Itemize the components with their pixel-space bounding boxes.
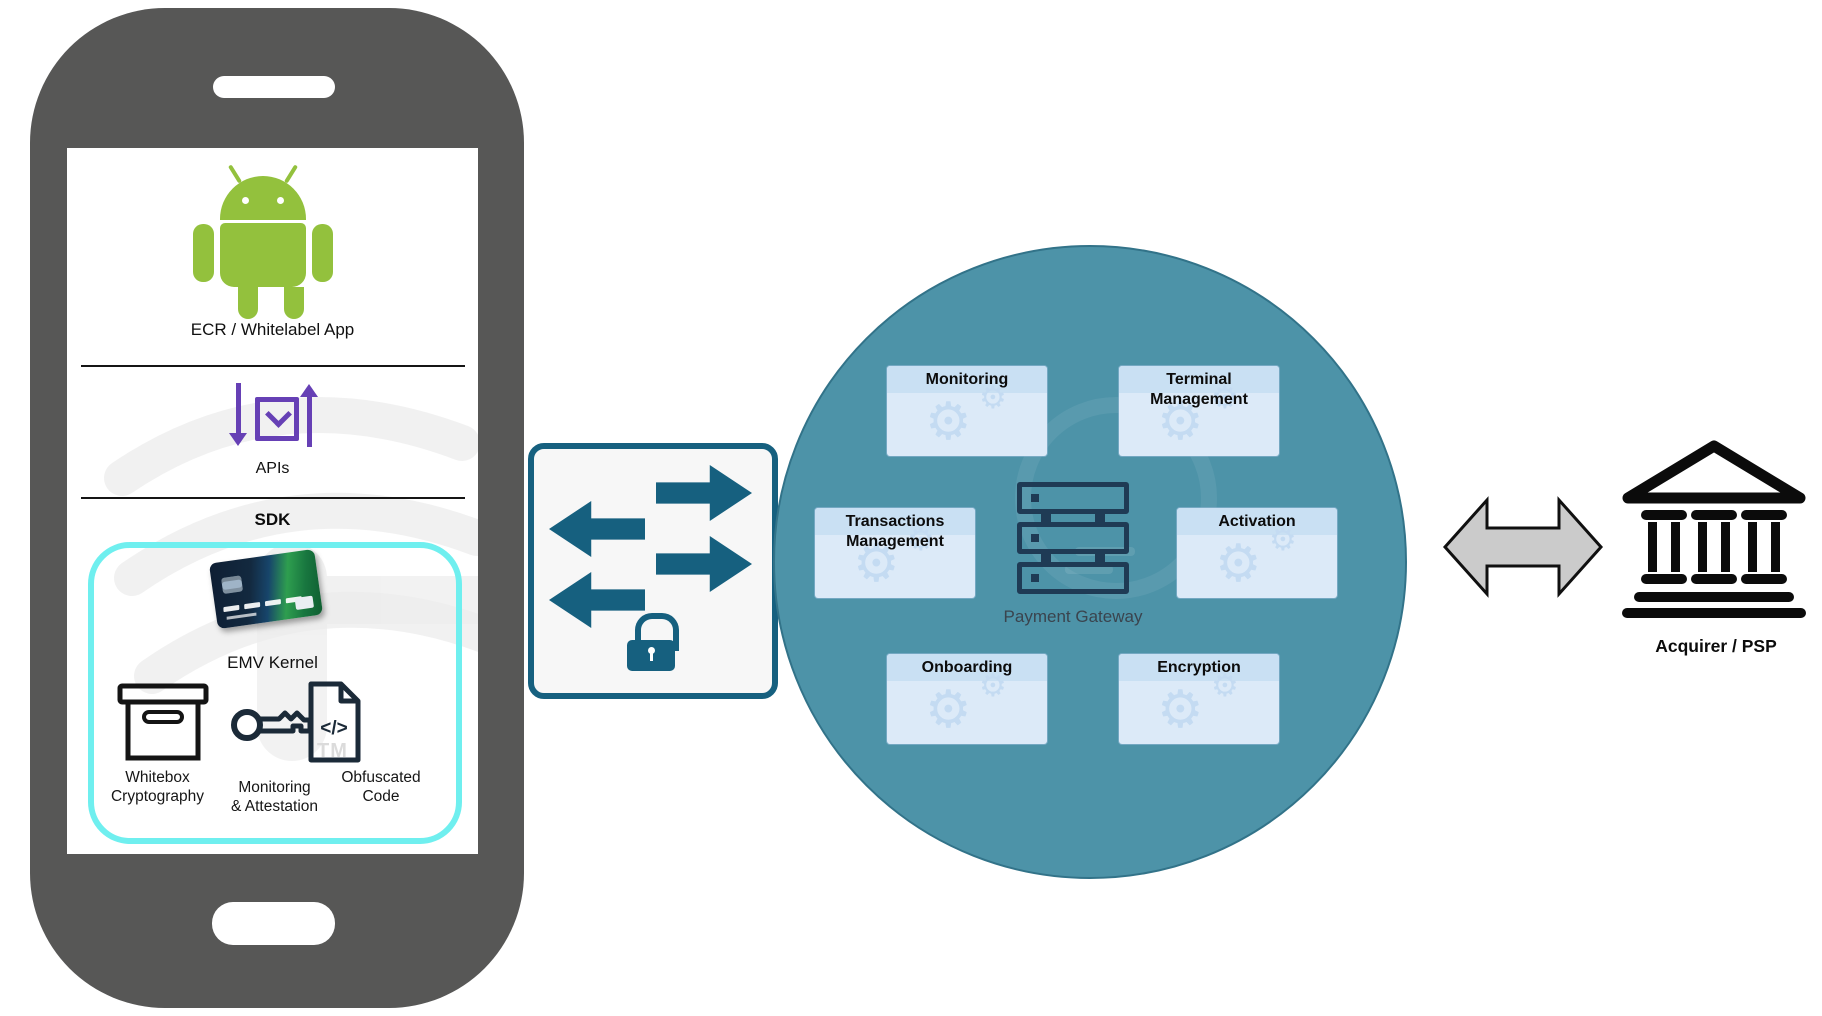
sdk-container <box>88 542 462 844</box>
arrow-down-icon <box>229 433 247 446</box>
android-antenna <box>228 164 242 184</box>
android-body <box>220 223 306 287</box>
gear-icon: ⚙ <box>1211 668 1239 704</box>
secure-channel-box <box>528 443 778 699</box>
android-head <box>220 176 306 220</box>
gear-icon: ⚙ <box>925 392 972 452</box>
emv-kernel-label: EMV Kernel <box>227 653 318 672</box>
arrow-right-icon <box>656 536 752 592</box>
gear-icon: ⚙ <box>1215 534 1262 594</box>
gear-icon: ⚙ <box>979 668 1007 704</box>
box-icon <box>117 683 209 761</box>
phone-speaker <box>213 76 335 98</box>
chevron-down-icon <box>265 401 292 428</box>
gear-icon: ⚙ <box>1157 680 1204 740</box>
module-terminal-management: ⚙ ⚙ Terminal Management <box>1119 366 1279 456</box>
payment-gateway-circle: ⚙ ⚙ Monitoring ⚙ ⚙ Terminal Management ⚙… <box>773 245 1407 879</box>
app-label: ECR / Whitelabel App <box>190 320 355 339</box>
divider <box>81 497 465 499</box>
phone-screen: ECR / Whitelabel App APIs SDK EMV Kernel <box>67 148 478 854</box>
gear-icon: ⚙ <box>1269 522 1297 558</box>
android-antenna <box>284 164 298 184</box>
gear-icon: ⚙ <box>853 534 900 594</box>
feature-label-whitebox-cryptography: Whitebox Cryptography <box>110 769 205 805</box>
phone-home-button <box>212 902 335 945</box>
arrow-up-icon <box>300 384 318 397</box>
gear-icon: ⚙ <box>907 522 935 558</box>
payment-gateway-label: Payment Gateway <box>1003 607 1143 626</box>
svg-text:</>: </> <box>320 718 347 739</box>
arrow-right-icon <box>656 465 752 521</box>
module-monitoring: ⚙ ⚙ Monitoring <box>887 366 1047 456</box>
module-activation: ⚙ ⚙ Activation <box>1177 508 1337 598</box>
divider <box>81 365 465 367</box>
tm-watermark: TM <box>317 740 348 762</box>
sdk-label: SDK <box>254 510 291 529</box>
acquirer-psp-label: Acquirer / PSP <box>1655 636 1777 656</box>
gear-icon: ⚙ <box>979 380 1007 416</box>
bank-icon <box>1622 440 1806 618</box>
api-exchange-icon <box>225 381 321 453</box>
double-arrow-icon <box>1442 496 1604 598</box>
module-onboarding: ⚙ ⚙ Onboarding <box>887 654 1047 744</box>
apis-label: APIs <box>255 460 290 477</box>
gear-icon: ⚙ <box>925 680 972 740</box>
module-encryption: ⚙ ⚙ Encryption <box>1119 654 1279 744</box>
feature-label-obfuscated-code: Obfuscated Code <box>341 769 421 805</box>
gear-icon: ⚙ <box>1211 380 1239 416</box>
arrow-left-icon <box>549 501 645 557</box>
lock-icon <box>635 613 679 651</box>
feature-label-monitoring-attestation: Monitoring & Attestation <box>230 779 319 815</box>
key-icon <box>231 709 313 741</box>
gear-icon: ⚙ <box>1157 392 1204 452</box>
server-stack-icon <box>1017 482 1129 598</box>
code-file-icon: </> <box>308 681 361 763</box>
android-robot-icon <box>187 162 339 322</box>
card-chip <box>221 575 244 594</box>
arrow-left-icon <box>549 572 645 628</box>
module-transactions-management: ⚙ ⚙ Transactions Management <box>815 508 975 598</box>
